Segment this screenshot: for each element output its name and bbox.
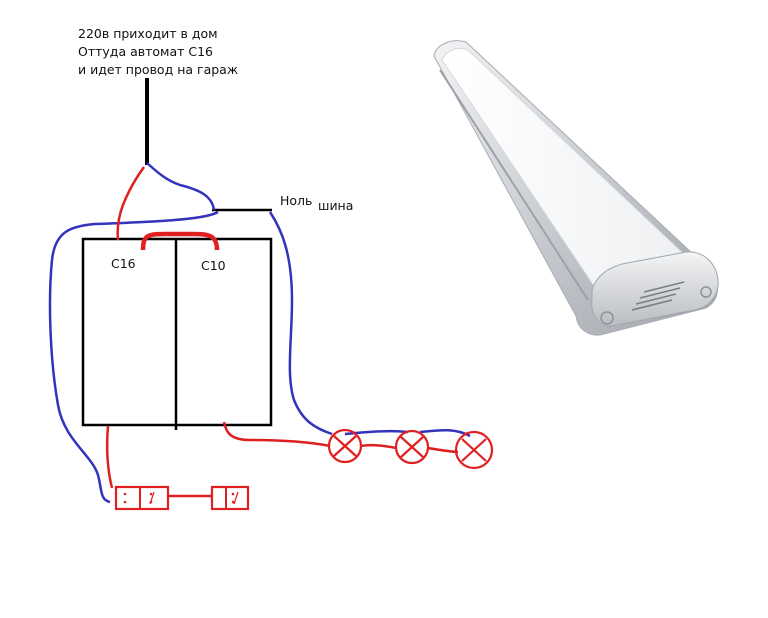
neutral-bus-label: Ноль: [280, 193, 313, 208]
lamp-2-icon: [394, 429, 430, 465]
led-linear-fixture-image: [433, 40, 719, 336]
breaker-c10-label: С10: [201, 258, 226, 273]
neutral-wire-sockets: [48, 210, 219, 504]
lamp-3-icon: [454, 430, 494, 470]
phase-jumper: [140, 231, 220, 251]
phase-wire-sockets: [105, 425, 114, 489]
supply-note-line-2: Оттуда автомат С16: [78, 44, 214, 59]
supply-note-line-3: и идет провод на гараж: [78, 62, 239, 77]
phase-wire-supply: [116, 166, 146, 241]
neutral-bus-label-2: шина: [318, 198, 354, 213]
socket-2-icon: [210, 485, 250, 511]
supply-note: 220в приходит в дом Оттуда автомат С16 и…: [78, 25, 238, 79]
breaker-c16-label: С16: [111, 256, 136, 271]
socket-1-icon: [114, 485, 170, 511]
supply-note-line-1: 220в приходит в дом: [78, 26, 218, 41]
neutral-wire-supply: [146, 162, 216, 211]
lamp-1-icon: [327, 428, 363, 464]
neutral-wire-lamps: [268, 211, 333, 436]
